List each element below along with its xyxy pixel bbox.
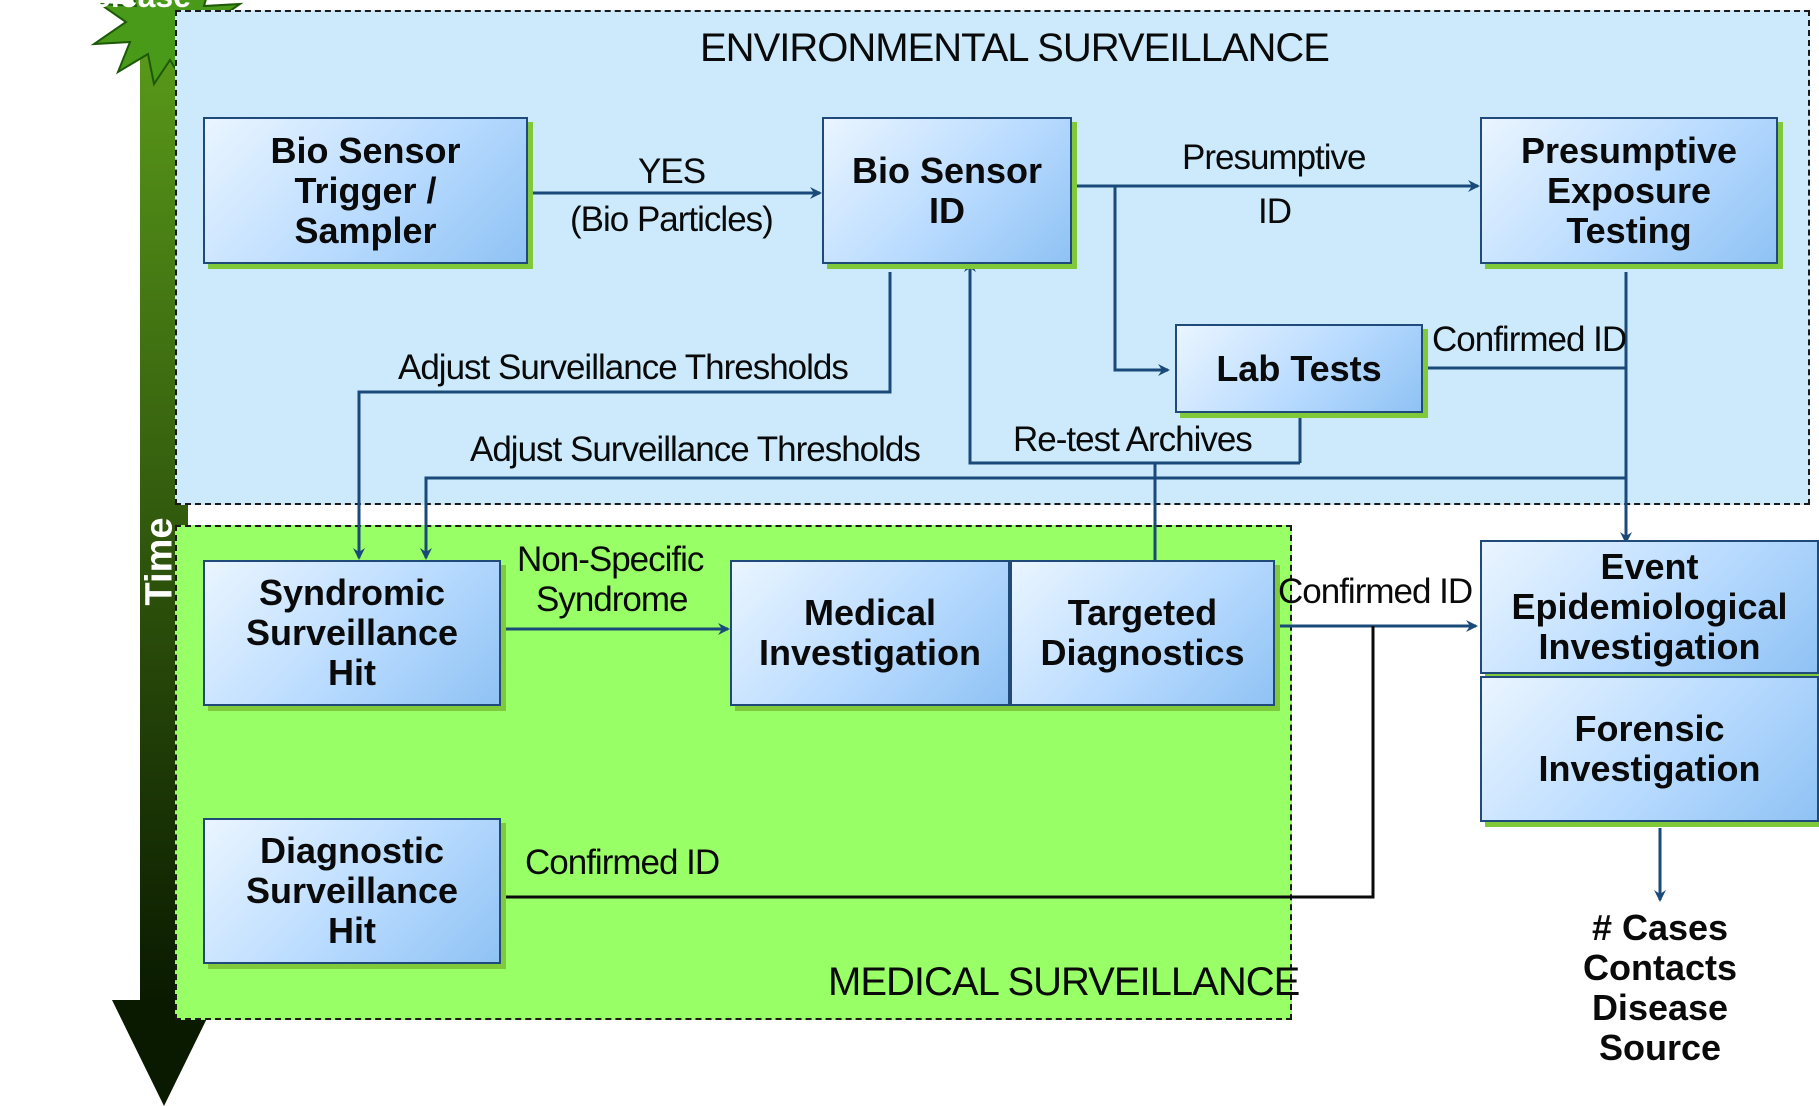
edge-label-yes: YES: [638, 152, 706, 191]
release-label: Release: [70, 0, 191, 15]
lab-tests-box: Lab Tests: [1175, 324, 1423, 413]
environmental-region-title: ENVIRONMENTAL SURVEILLANCE: [700, 26, 1330, 70]
edge-label-presumptive: Presumptive: [1182, 138, 1367, 177]
presumptive-exposure-box: Presumptive Exposure Testing: [1480, 117, 1778, 264]
edge-label-syndrome: Syndrome: [536, 580, 689, 619]
outcomes-list: # Cases Contacts Disease Source: [1582, 907, 1738, 1068]
diagnostic-surveillance-hit-box: Diagnostic Surveillance Hit: [203, 818, 501, 964]
forensic-investigation-box: Forensic Investigation: [1480, 676, 1819, 822]
edge-label-confirmed-id-targeted: Confirmed ID: [1278, 572, 1473, 611]
edge-label-adjust-thresholds-1: Adjust Surveillance Thresholds: [398, 348, 849, 387]
edge-label-confirmed-id-diagnostic: Confirmed ID: [525, 843, 720, 882]
bio-sensor-id-box: Bio Sensor ID: [822, 117, 1072, 264]
edge-label-id: ID: [1258, 192, 1292, 231]
bio-sensor-trigger-box: Bio Sensor Trigger / Sampler: [203, 117, 528, 264]
edge-label-retest-archives: Re-test Archives: [1013, 420, 1253, 459]
medical-investigation-box: Medical Investigation: [730, 560, 1010, 706]
targeted-diagnostics-box: Targeted Diagnostics: [1010, 560, 1275, 706]
edge-label-non-specific: Non-Specific: [517, 540, 704, 579]
medical-region-title: MEDICAL SURVEILLANCE: [828, 960, 1300, 1004]
event-epidemiological-investigation-box: Event Epidemiological Investigation: [1480, 540, 1819, 674]
syndromic-surveillance-hit-box: Syndromic Surveillance Hit: [203, 560, 501, 706]
edge-label-bio-particles: (Bio Particles): [570, 200, 774, 239]
edge-label-adjust-thresholds-2: Adjust Surveillance Thresholds: [470, 430, 921, 469]
edge-label-confirmed-id-lab: Confirmed ID: [1432, 320, 1627, 359]
